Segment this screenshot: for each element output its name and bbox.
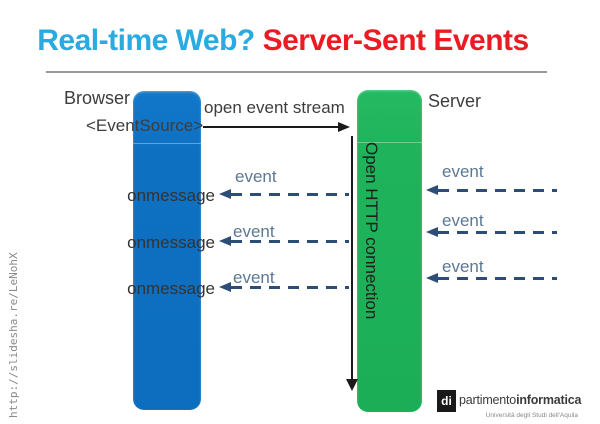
browser-event-arrow-line [231, 286, 349, 289]
open-stream-arrowhead-icon [338, 122, 350, 132]
open-http-connection-label: Open HTTP connection [362, 142, 381, 320]
server-label: Server [428, 91, 482, 111]
http-connection-arrow-line [351, 136, 353, 379]
browser-event-arrow-line [231, 193, 349, 196]
eventsource-label: <EventSource> [86, 116, 204, 135]
slide-title: Real-time Web? Server-Sent Events [0, 24, 566, 58]
server-event-arrow-line [438, 189, 557, 192]
server-event-label: event [442, 162, 484, 181]
logo-name-bold: informatica [516, 393, 582, 407]
onmessage-handler-label: onmessage [127, 279, 215, 298]
title-question: Real-time Web? [37, 24, 255, 57]
university-subtitle: Università degli Studi dell'Aquila [485, 412, 578, 419]
browser-label: Browser [64, 88, 131, 108]
browser-event-arrowhead-icon [219, 236, 231, 246]
browser-event-arrow-line [231, 240, 349, 243]
http-connection-arrowhead-icon [346, 379, 358, 391]
open-stream-arrow-line [203, 126, 339, 128]
server-event-arrowhead-icon [426, 227, 438, 237]
department-logo-icon: di [437, 390, 456, 412]
server-event-arrowhead-icon [426, 185, 438, 195]
browser-event-arrowhead-icon [219, 282, 231, 292]
onmessage-handler-label: onmessage [127, 186, 215, 205]
server-event-label: event [442, 211, 484, 230]
server-bar-cap [357, 90, 422, 143]
browser-lifeline-bar [133, 91, 201, 410]
browser-bar-cap [133, 91, 201, 144]
department-logo-name: partimentoinformatica [459, 393, 581, 407]
logo-name-regular: partimento [459, 393, 517, 407]
server-event-label: event [442, 257, 484, 276]
server-event-arrowhead-icon [426, 273, 438, 283]
server-event-arrow-line [438, 231, 557, 234]
server-event-arrow-line [438, 277, 557, 280]
share-url: http://slidesha.re/LeNohX [7, 252, 20, 418]
browser-event-label: event [233, 222, 275, 241]
server-lifeline-bar [357, 90, 422, 412]
onmessage-handler-label: onmessage [127, 233, 215, 252]
browser-event-arrowhead-icon [219, 189, 231, 199]
open-event-stream-label: open event stream [204, 98, 345, 117]
title-divider [46, 71, 547, 73]
browser-event-label: event [233, 268, 275, 287]
browser-event-label: event [235, 167, 277, 186]
title-answer: Server-Sent Events [254, 24, 530, 57]
